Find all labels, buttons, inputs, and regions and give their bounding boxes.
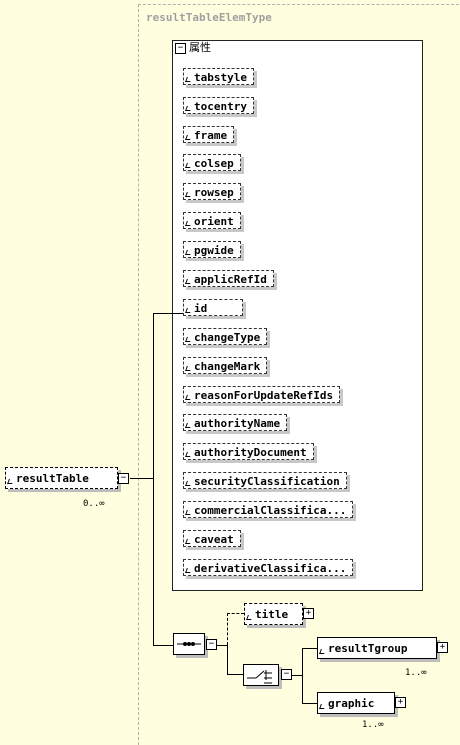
connector [217,645,227,646]
connector [292,675,302,676]
connector [227,674,243,675]
connector [302,648,317,649]
attribute-reasonforupdaterefids[interactable]: reasonForUpdateRefIds [183,386,341,403]
attribute-derivativeclassification[interactable]: derivativeClassifica... [183,559,354,576]
attribute-colsep[interactable]: colsep [183,154,241,171]
root-element-label: resultTable [16,472,89,485]
attribute-authoritydocument[interactable]: authorityDocument [183,443,314,460]
connector-optional [227,613,244,614]
title-element-label: title [255,608,289,621]
sequence-compositor[interactable] [173,633,205,655]
complex-type-frame [138,4,460,745]
attribute-orient[interactable]: orient [183,212,241,229]
attributes-header[interactable]: −属性 [175,41,211,55]
root-element[interactable]: resultTable [5,467,118,489]
choice-compositor[interactable] [243,664,279,686]
attribute-rowsep[interactable]: rowsep [183,183,241,200]
attribute-changetype[interactable]: changeType [183,328,268,345]
attribute-authorityname[interactable]: authorityName [183,414,288,431]
resulttgroup-element[interactable]: resultTgroup [317,637,437,659]
resulttgroup-multiplicity: 1..∞ [405,668,427,678]
resulttgroup-element-label: resultTgroup [328,642,408,655]
connector [302,648,303,703]
attribute-commercialclassification[interactable]: commercialClassifica... [183,501,354,518]
plus-icon[interactable]: + [437,642,448,653]
plus-icon[interactable]: + [395,697,406,708]
connector [227,645,228,674]
collapse-icon[interactable]: − [281,669,292,680]
attribute-applicrefid[interactable]: applicRefId [183,270,274,287]
graphic-multiplicity: 1..∞ [362,720,384,730]
attribute-pgwide[interactable]: pgwide [183,241,241,258]
root-multiplicity: 0..∞ [83,499,105,509]
attribute-changemark[interactable]: changeMark [183,357,268,374]
choice-icon [247,670,272,684]
collapse-icon[interactable]: − [118,473,129,484]
plus-icon[interactable]: + [303,608,314,619]
type-name: resultTableElemType [146,11,272,24]
connector [302,703,317,704]
attribute-tabstyle[interactable]: tabstyle [183,68,254,85]
title-element[interactable]: title [244,603,303,625]
connector [130,478,154,479]
connector-optional [227,613,228,645]
attribute-securityclassification[interactable]: securityClassification [183,472,347,489]
attribute-caveat[interactable]: caveat [183,530,241,547]
graphic-element-label: graphic [328,697,375,710]
attribute-frame[interactable]: frame [183,126,235,143]
attribute-tocentry[interactable]: tocentry [183,97,254,114]
attribute-id[interactable]: id [183,299,243,316]
attributes-label: 属性 [189,41,211,54]
connector [153,313,183,314]
connector [153,645,173,646]
sequence-icon [177,642,201,646]
connector [153,313,154,645]
collapse-icon[interactable]: − [175,42,186,54]
graphic-element[interactable]: graphic [317,692,395,714]
collapse-icon[interactable]: − [206,639,217,650]
